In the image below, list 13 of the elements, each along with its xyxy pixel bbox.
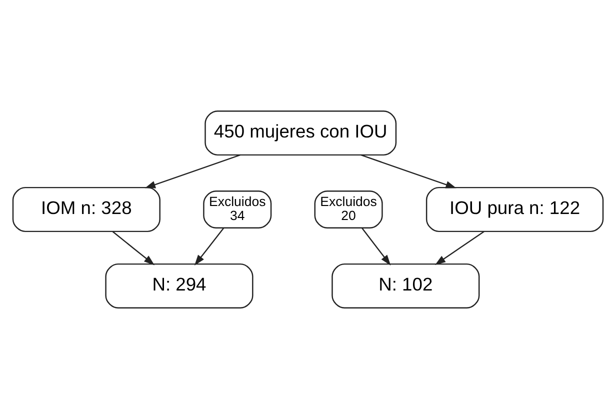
node-box: IOM n: 328 — [12, 186, 160, 232]
node-box: Excluidos 20 — [314, 190, 383, 228]
arrow — [434, 230, 484, 264]
arrow — [360, 154, 456, 188]
arrow — [194, 227, 224, 265]
arrow — [362, 227, 391, 265]
node-box: N: 294 — [105, 262, 254, 308]
arrow — [112, 230, 155, 265]
node-box: N: 102 — [332, 262, 480, 308]
node-box: 450 mujeres con IOU — [204, 110, 397, 156]
node-box: IOU pura n: 122 — [426, 186, 604, 232]
arrow — [144, 154, 241, 188]
node-box: Excluidos 34 — [203, 190, 272, 228]
